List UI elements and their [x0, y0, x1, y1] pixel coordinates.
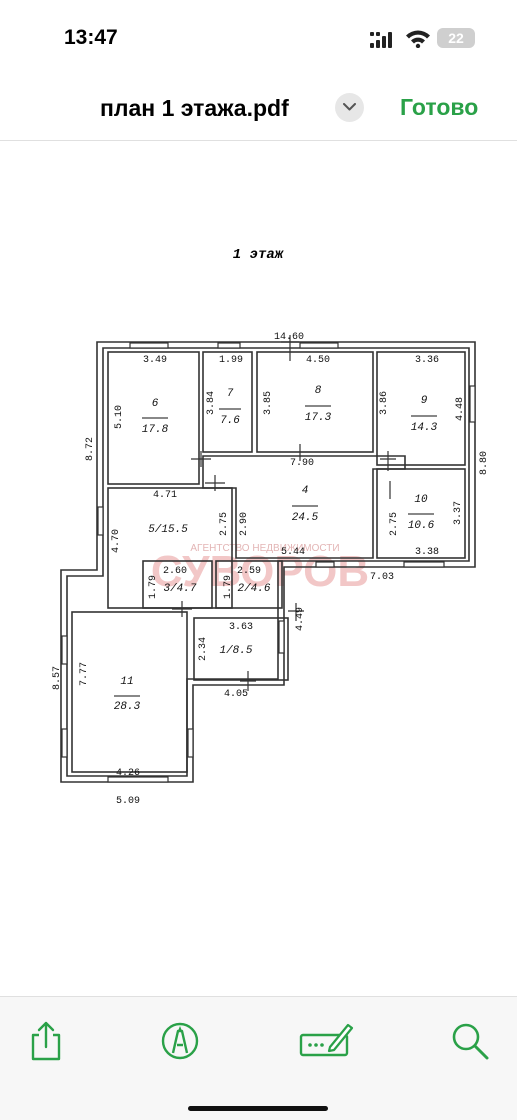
- dim-r9-side-left: 3.86: [379, 391, 390, 415]
- dim-r5-right: 2.75: [219, 512, 230, 536]
- search-icon: [452, 1023, 489, 1060]
- share-button[interactable]: [22, 1017, 70, 1065]
- dim-r1-right: 4.49: [295, 607, 306, 631]
- dim-r11-bottom: 4.26: [116, 768, 140, 779]
- status-time: 13:47: [64, 26, 118, 49]
- dim-left-total: 8.72: [85, 437, 96, 461]
- dim-total-top: 14.60: [274, 332, 304, 343]
- dim-r6-top: 3.49: [143, 355, 167, 366]
- floor-plan: СУВОРОВ АГЕНТСТВО НЕДВИЖИМОСТИ 1 этаж: [52, 247, 490, 807]
- dim-r5-side: 4.70: [111, 529, 122, 553]
- dim-right-bottom: 7.03: [370, 572, 394, 583]
- dim-r1-bottom: 4.05: [224, 689, 248, 700]
- watermark-subtitle: АГЕНТСТВО НЕДВИЖИМОСТИ: [190, 543, 339, 554]
- dim-r9-side-right: 4.48: [455, 397, 466, 421]
- dim-hall-bottom: 5.44: [281, 547, 305, 558]
- markup-button[interactable]: [156, 1017, 204, 1065]
- room-8-number: 8: [315, 385, 322, 397]
- dim-r10-right: 3.37: [453, 501, 464, 525]
- dim-r11-left-total: 8.57: [52, 666, 63, 690]
- done-button[interactable]: Готово: [400, 94, 479, 120]
- dim-r7-side: 3.84: [206, 391, 217, 415]
- room-1-label: 1/8.5: [219, 645, 252, 657]
- header-divider: [0, 140, 517, 141]
- dim-r3-side: 1.79: [148, 575, 159, 599]
- room-6-number: 6: [152, 398, 159, 410]
- room-9-number: 9: [421, 395, 428, 407]
- grid-markers: [172, 335, 396, 691]
- search-button[interactable]: [446, 1017, 494, 1065]
- chevron-down-icon: [343, 103, 356, 111]
- room-7-number: 7: [227, 388, 234, 400]
- room-5-label: 5/15.5: [148, 524, 188, 536]
- dim-r10-bottom: 3.38: [415, 547, 439, 558]
- status-bar: 13:47 22: [0, 0, 517, 70]
- dim-r2-top: 2.59: [237, 566, 261, 577]
- dim-r6-side: 5.10: [114, 405, 125, 429]
- dim-r10-side: 2.75: [389, 512, 400, 536]
- dim-r11-side: 7.77: [79, 662, 90, 686]
- dim-r9-top: 3.36: [415, 355, 439, 366]
- room-7-area: 7.6: [220, 415, 240, 427]
- room-8-area: 17.3: [305, 412, 332, 424]
- signature-button[interactable]: [298, 1017, 354, 1065]
- room-2-label: 2/4.6: [237, 583, 270, 595]
- room-4-number: 4: [302, 485, 309, 497]
- room-3-label: 3/4.7: [163, 583, 196, 595]
- toolbar-divider: [0, 996, 517, 997]
- cellular-signal-icon: [370, 32, 392, 48]
- dim-r2-side: 1.79: [223, 575, 234, 599]
- signature-icon: [299, 1023, 354, 1057]
- room-11-number: 11: [120, 676, 133, 688]
- wifi-icon: [406, 30, 430, 48]
- share-icon: [31, 1021, 61, 1061]
- dim-r8-side: 3.85: [263, 391, 274, 415]
- dim-r1-side: 2.34: [198, 637, 209, 661]
- watermark-text: СУВОРОВ: [151, 547, 369, 596]
- room-4-area: 24.5: [292, 512, 319, 524]
- walls: [60, 341, 476, 783]
- title-menu-button[interactable]: [335, 93, 364, 122]
- windows: [61, 342, 476, 783]
- dim-r11-bottom-total: 5.09: [116, 796, 140, 807]
- pdf-page[interactable]: СУВОРОВ АГЕНТСТВО НЕДВИЖИМОСТИ 1 этаж: [0, 141, 517, 996]
- dim-r1-top: 3.63: [229, 622, 253, 633]
- dim-r5-top: 4.71: [153, 490, 177, 501]
- floor-title: 1 этаж: [233, 247, 285, 263]
- room-11-area: 28.3: [114, 701, 141, 713]
- battery-level: 22: [448, 30, 464, 46]
- dim-hall-left: 2.90: [239, 512, 250, 536]
- dim-right-total: 8.80: [479, 451, 490, 475]
- dim-r8-top: 4.50: [306, 355, 330, 366]
- bottom-toolbar: [0, 997, 517, 1120]
- markup-icon: [161, 1022, 199, 1060]
- room-6-area: 17.8: [142, 424, 169, 436]
- room-9-area: 14.3: [411, 422, 438, 434]
- document-title[interactable]: план 1 этажа.pdf: [100, 95, 289, 121]
- nav-bar: план 1 этажа.pdf Готово: [0, 78, 517, 140]
- dim-r3-top: 2.60: [163, 566, 187, 577]
- dim-r7-top: 1.99: [219, 355, 243, 366]
- home-indicator: [188, 1106, 328, 1111]
- room-10-number: 10: [414, 494, 428, 506]
- dim-hall-width: 7.90: [290, 458, 314, 469]
- battery-icon: 22: [437, 28, 475, 48]
- room-10-area: 10.6: [408, 520, 435, 532]
